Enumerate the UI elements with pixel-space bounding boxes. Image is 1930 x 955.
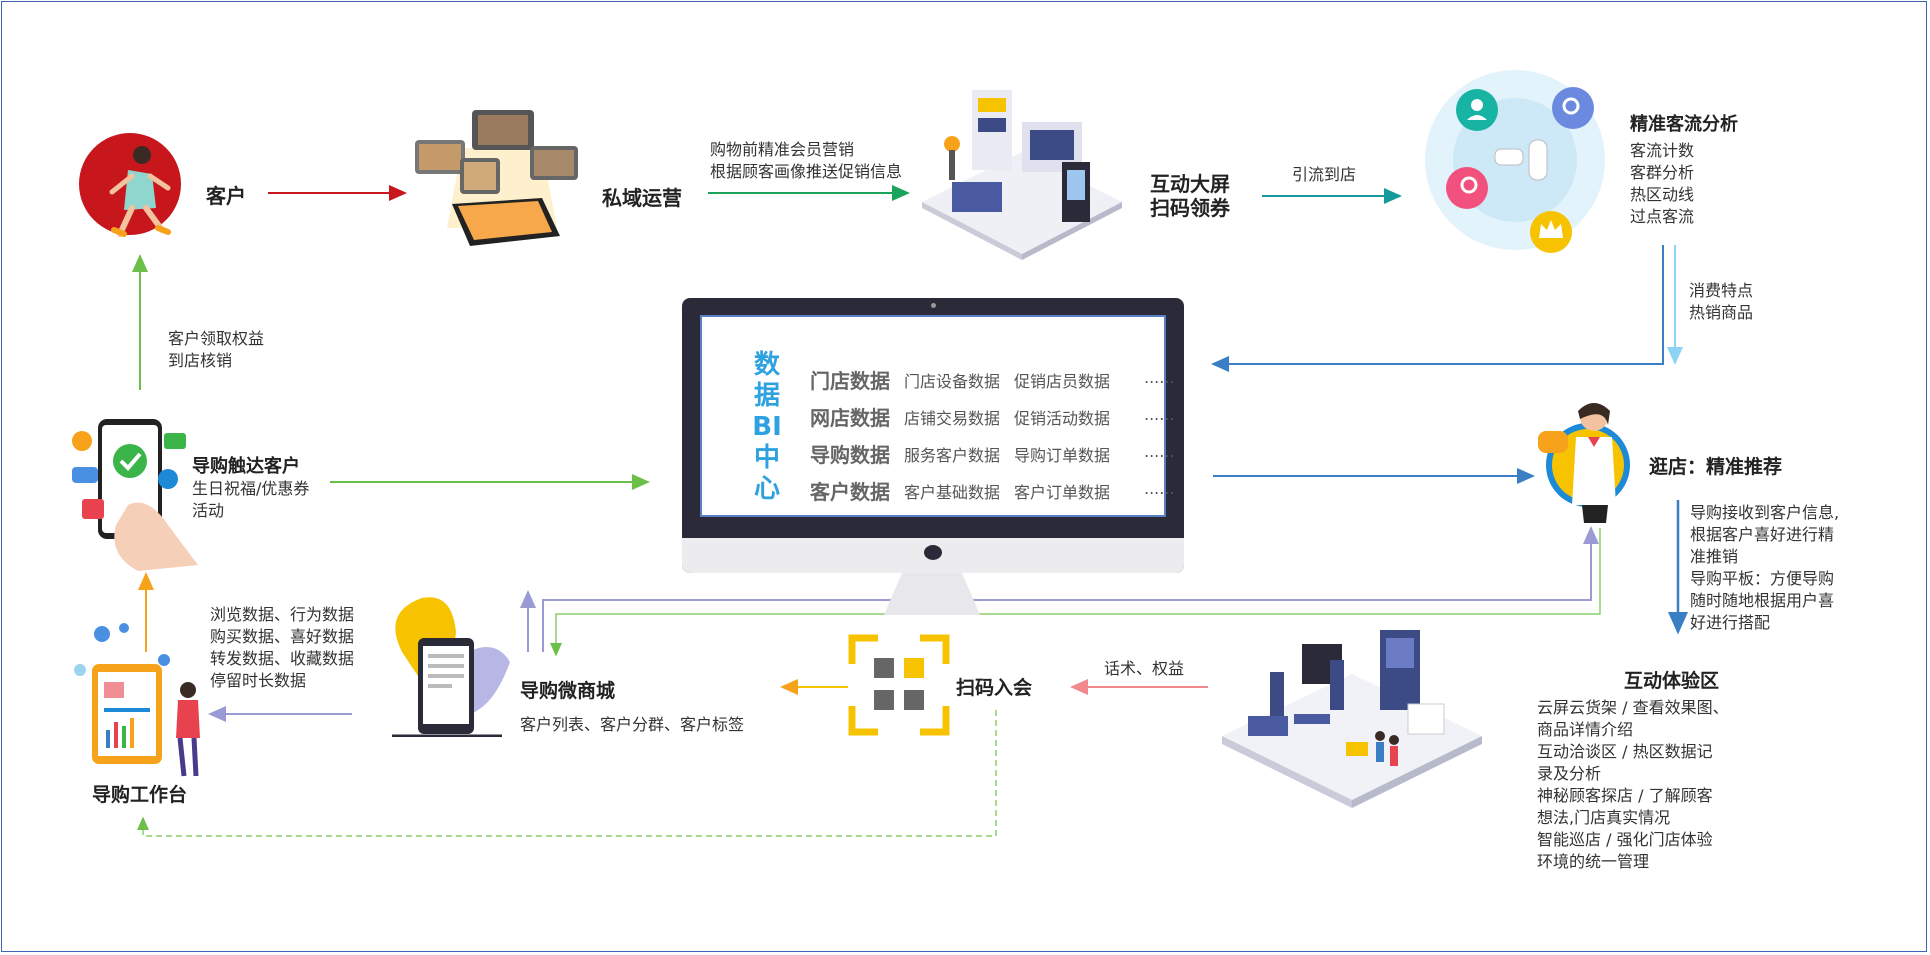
bi-row-value: 导购订单数据 — [1014, 446, 1111, 465]
arrow-mall-to-store — [542, 526, 1599, 652]
arrow-store-to-mall — [550, 528, 1601, 657]
big-screen-label: 互动大屏 扫码领券 — [1150, 172, 1230, 220]
micro-mall-desc: 客户列表、客户分群、客户标签 — [520, 715, 745, 734]
bi-row-more: ...... — [1144, 442, 1175, 461]
customer-label: 客户 — [206, 184, 246, 208]
experience-zone-title: 互动体验区 — [1624, 670, 1720, 692]
bi-row-value: 促销店员数据 — [1014, 372, 1111, 391]
workbench-illustration — [72, 620, 212, 784]
bi-row-key: 网店数据 — [810, 406, 890, 430]
store-visit-label: 逛店：精准推荐 — [1649, 456, 1783, 478]
arrow-analysis-to-bi — [1211, 245, 1664, 372]
guide-info-text: 导购接收到客户信息, 根据客户喜好进行精 准推销 导购平板：方便导购 随时随地根… — [1690, 503, 1840, 632]
bi-title-char: BI — [752, 412, 782, 442]
bi-title-char: 心 — [753, 474, 780, 504]
precision-marketing-line1: 购物前精准会员营销 — [710, 140, 855, 159]
workbench-label: 导购工作台 — [92, 784, 188, 806]
micro-mall-title: 导购微商城 — [520, 680, 616, 702]
script-rights-label: 话术、权益 — [1104, 659, 1185, 678]
bi-row-value: 服务客户数据 — [904, 446, 1001, 465]
bi-row-key: 客户数据 — [810, 480, 890, 504]
bi-row-value: 门店设备数据 — [904, 372, 1001, 391]
customer-illustration — [76, 130, 184, 242]
bi-row-store: 门店数据 门店设备数据 促销店员数据 ...... — [810, 365, 1175, 395]
arrow-scan-to-workbench-dashed — [137, 710, 997, 837]
bi-monitor: 数 据 BI 中 心 门店数据 门店设备数据 促销店员数据 ...... 网店数… — [682, 298, 1184, 573]
bi-row-value: 促销活动数据 — [1014, 409, 1111, 428]
private-ops-label: 私域运营 — [602, 186, 682, 210]
bi-row-value: 客户基础数据 — [904, 483, 1001, 502]
traffic-analysis-title: 精准客流分析 — [1630, 114, 1738, 135]
bi-row-guide: 导购数据 服务客户数据 导购订单数据 ...... — [810, 439, 1175, 469]
traffic-item: 过点客流 — [1630, 207, 1695, 226]
big-screen-line1: 互动大屏 — [1150, 172, 1230, 196]
bi-row-online: 网店数据 店铺交易数据 促销活动数据 ...... — [810, 402, 1175, 432]
monitor-stand — [884, 573, 980, 615]
claim-rights-text: 客户领取权益 到店核销 — [168, 329, 265, 370]
bi-row-value: 客户订单数据 — [1014, 483, 1111, 502]
store-screen-illustration — [912, 82, 1127, 266]
bi-row-more: ...... — [1144, 405, 1175, 424]
traffic-item: 客流计数 — [1630, 141, 1695, 160]
experience-zone-illustration — [1218, 624, 1486, 818]
guide-reach-desc: 生日祝福/优惠券 活动 — [192, 479, 310, 520]
bi-row-more: ...... — [1144, 368, 1175, 387]
precision-marketing-line2: 根据顾客画像推送促销信息 — [710, 162, 903, 181]
traffic-item: 热区动线 — [1630, 185, 1695, 204]
bi-title-char: 数 — [753, 350, 780, 380]
bi-row-value: 店铺交易数据 — [904, 409, 1001, 428]
monitor-camera — [931, 303, 936, 308]
traffic-analysis-illustration — [1425, 64, 1610, 263]
bi-title-char: 据 — [753, 381, 780, 411]
guide-reach-title: 导购触达客户 — [192, 456, 300, 477]
bi-row-customer: 客户数据 客户基础数据 客户订单数据 ...... — [810, 476, 1175, 506]
bi-row-more: ...... — [1144, 479, 1175, 498]
bi-row-key: 门店数据 — [810, 369, 890, 393]
monitor-power-button — [924, 545, 942, 560]
bi-screen: 数 据 BI 中 心 门店数据 门店设备数据 促销店员数据 ...... 网店数… — [700, 315, 1175, 517]
shop-guide-illustration — [1538, 395, 1638, 529]
scan-join-label: 扫码入会 — [956, 677, 1033, 699]
phone-touch-illustration — [68, 415, 208, 579]
traffic-item: 客群分析 — [1630, 163, 1695, 182]
consumption-text: 消费特点 热销商品 — [1689, 281, 1754, 322]
experience-zone-text: 云屏云货架 / 查看效果图、 商品详情介绍 互动洽谈区 / 热区数据记 录及分析… — [1537, 698, 1729, 871]
drain-to-store-label: 引流到店 — [1292, 165, 1357, 184]
micro-mall-illustration — [382, 592, 512, 741]
big-screen-line2: 扫码领券 — [1150, 196, 1230, 220]
bi-title-char: 中 — [753, 443, 780, 473]
qr-code-icon — [848, 634, 950, 740]
traffic-analysis-items: 客流计数 客群分析 热区动线 过点客流 — [1630, 140, 1694, 228]
phone-media-illustration — [412, 108, 582, 257]
bi-row-key: 导购数据 — [810, 443, 890, 467]
bi-center-title: 数 据 BI 中 心 — [752, 350, 782, 505]
browse-data-text: 浏览数据、行为数据 购买数据、喜好数据 转发数据、收藏数据 停留时长数据 — [210, 605, 355, 690]
